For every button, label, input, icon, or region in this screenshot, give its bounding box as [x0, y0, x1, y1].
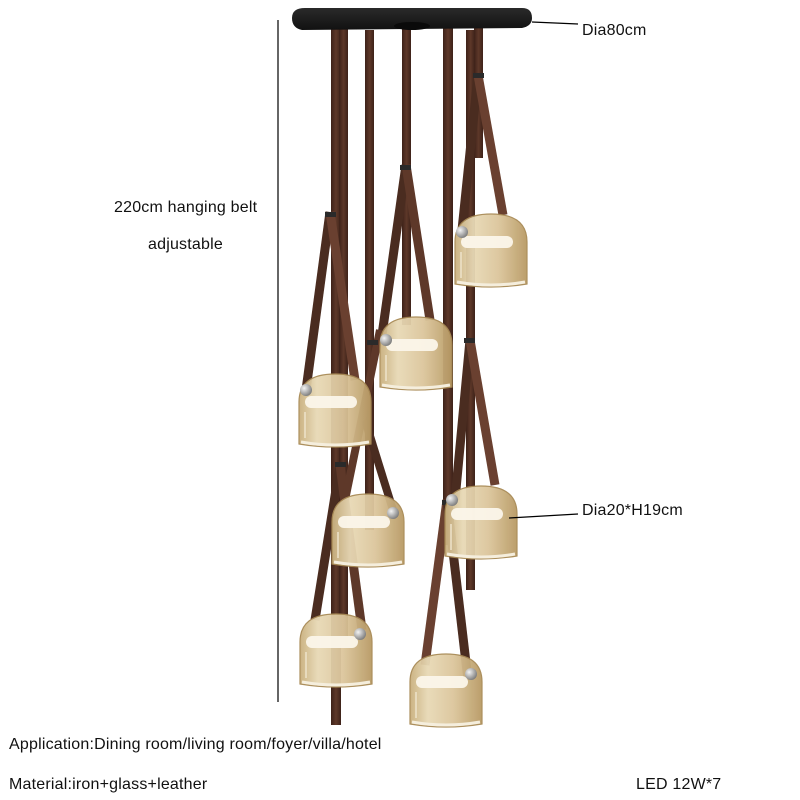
canopy-diameter-label: Dia80cm: [582, 22, 647, 39]
material-spec: Material:iron+glass+leather: [9, 776, 208, 793]
canopy: [292, 8, 532, 30]
lamp-shade-5: [443, 484, 519, 561]
lamp-shade-3: [297, 372, 373, 449]
lamp-shade-1: [453, 212, 529, 289]
power-spec: LED 12W*7: [636, 776, 722, 793]
canopy-dimension-line: [531, 21, 579, 25]
application-spec: Application:Dining room/living room/foye…: [9, 736, 382, 753]
lamp-shade-7: [408, 652, 484, 729]
lamp-shade-6: [298, 612, 374, 689]
belt-length-label: 220cm hanging belt: [114, 199, 258, 216]
lamp-shade-2: [378, 315, 454, 392]
shade-dimension-line: [508, 513, 579, 519]
shade-size-label: Dia20*H19cm: [582, 502, 683, 519]
lamp-shade-4: [330, 492, 406, 569]
belt-adjustable-label: adjustable: [148, 236, 223, 253]
